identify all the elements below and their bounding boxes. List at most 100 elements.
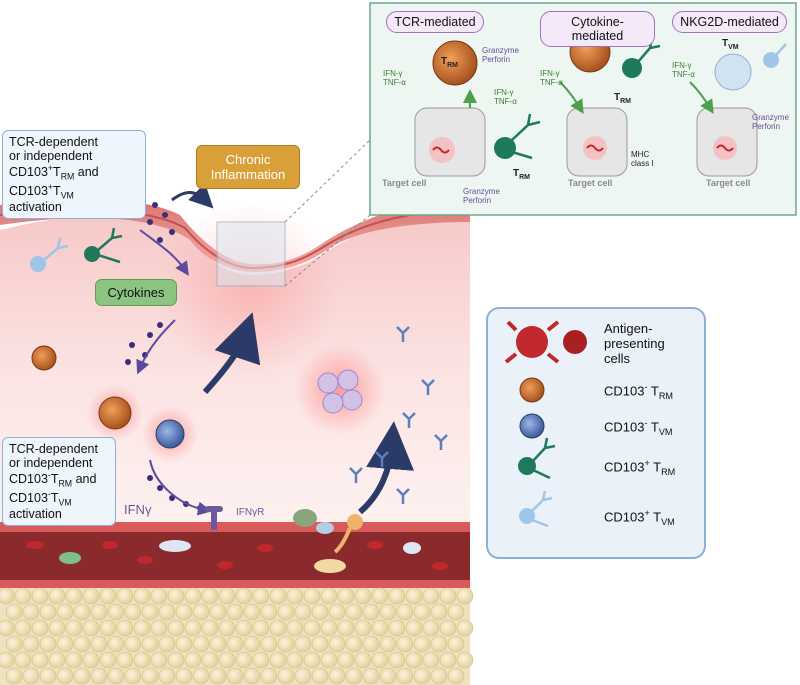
fat-cell	[99, 651, 117, 669]
upward-arrow-left	[202, 312, 261, 395]
fat-cell	[82, 651, 100, 669]
activation-label-top: TCR-dependent or independent CD103+TRM a…	[2, 130, 146, 220]
fat-cell	[124, 635, 142, 653]
fat-cell	[396, 667, 414, 685]
fat-cell	[269, 651, 287, 669]
fat-cell	[396, 635, 414, 653]
fat-cell	[184, 587, 202, 605]
fat-cell	[65, 619, 83, 637]
fat-cell	[447, 635, 465, 653]
fat-cell	[56, 667, 74, 685]
cytokine-mediated-title: Cytokine-mediated	[540, 11, 655, 47]
fat-cell	[388, 651, 406, 669]
fat-cell	[396, 603, 414, 621]
fat-cell	[354, 587, 372, 605]
fat-cell	[158, 603, 176, 621]
fat-cell	[439, 651, 457, 669]
fat-cell	[311, 667, 329, 685]
fat-cell	[184, 619, 202, 637]
fat-cell	[252, 651, 270, 669]
fat-cell	[303, 651, 321, 669]
inflamed-cell-cluster	[295, 345, 385, 435]
inset-target-cell-2: Target cell	[568, 178, 613, 188]
fat-cell	[0, 619, 15, 637]
fat-cell	[277, 635, 295, 653]
fat-cell	[413, 635, 431, 653]
fat-cell	[371, 651, 389, 669]
legend-cd103pos-tvm-label: CD103+ TVM	[604, 508, 675, 527]
fat-cell	[218, 651, 236, 669]
adipose-layer	[0, 587, 474, 685]
fat-cell	[14, 651, 32, 669]
fat-cell	[405, 587, 423, 605]
inset-trm-label-1: TRM	[441, 56, 458, 69]
fat-cell	[73, 667, 91, 685]
fat-cell	[65, 587, 83, 605]
fat-cell	[167, 587, 185, 605]
ifngr-receptor-icon	[205, 506, 223, 530]
fat-cell	[277, 667, 295, 685]
fat-cell	[379, 635, 397, 653]
fat-cell	[90, 667, 108, 685]
fat-cell	[354, 651, 372, 669]
fat-cell	[141, 667, 159, 685]
cd103pos-tvm-icon	[519, 490, 553, 528]
fat-cell	[150, 587, 168, 605]
fat-cell	[65, 651, 83, 669]
fat-cell	[320, 651, 338, 669]
fat-cell	[405, 651, 423, 669]
fat-cell	[124, 603, 142, 621]
fat-cell	[362, 603, 380, 621]
antibodies	[349, 326, 448, 504]
fat-cell	[447, 667, 465, 685]
extravasating-cells	[293, 509, 363, 554]
fat-cell	[413, 667, 431, 685]
fat-cell	[252, 587, 270, 605]
fat-cell	[158, 667, 176, 685]
tvm-dendritic-cell-top	[30, 237, 69, 272]
fat-cell	[90, 603, 108, 621]
inset-trm-label-2: TRM	[513, 168, 530, 181]
fat-cell	[48, 587, 66, 605]
fat-cell	[286, 651, 304, 669]
fat-cell	[379, 603, 397, 621]
fat-cell	[141, 603, 159, 621]
fat-cell	[99, 587, 117, 605]
fat-cell	[209, 603, 227, 621]
fat-cell	[90, 635, 108, 653]
fat-cell	[150, 651, 168, 669]
fat-cell	[371, 587, 389, 605]
fat-cell	[201, 651, 219, 669]
upward-arrow-right	[357, 421, 415, 515]
fat-cell	[22, 635, 40, 653]
fat-cell	[294, 635, 312, 653]
fat-cell	[0, 587, 15, 605]
trm-dendritic-cell-top	[84, 227, 123, 264]
fat-cell	[5, 603, 23, 621]
trm-cell-large	[87, 385, 143, 441]
fat-cell	[388, 619, 406, 637]
fat-cell	[337, 587, 355, 605]
fat-cell	[422, 651, 440, 669]
cd103neg-tvm-icon	[519, 413, 545, 439]
fat-cell	[0, 651, 15, 669]
fat-cell	[362, 667, 380, 685]
fat-cell	[413, 603, 431, 621]
fat-cell	[116, 651, 134, 669]
fat-cell	[260, 603, 278, 621]
legend-cd103neg-trm-label: CD103- TRM	[604, 382, 673, 401]
fat-cell	[14, 619, 32, 637]
fat-cell	[31, 619, 49, 637]
fat-cell	[56, 635, 74, 653]
fat-cell	[209, 667, 227, 685]
fat-cell	[354, 619, 372, 637]
fat-cell	[107, 603, 125, 621]
fat-cell	[422, 587, 440, 605]
fat-cell	[31, 587, 49, 605]
ifng-label: IFNγ	[124, 502, 152, 517]
fat-cell	[201, 587, 219, 605]
fat-cell	[303, 619, 321, 637]
fat-cell	[133, 587, 151, 605]
fat-cell	[286, 587, 304, 605]
